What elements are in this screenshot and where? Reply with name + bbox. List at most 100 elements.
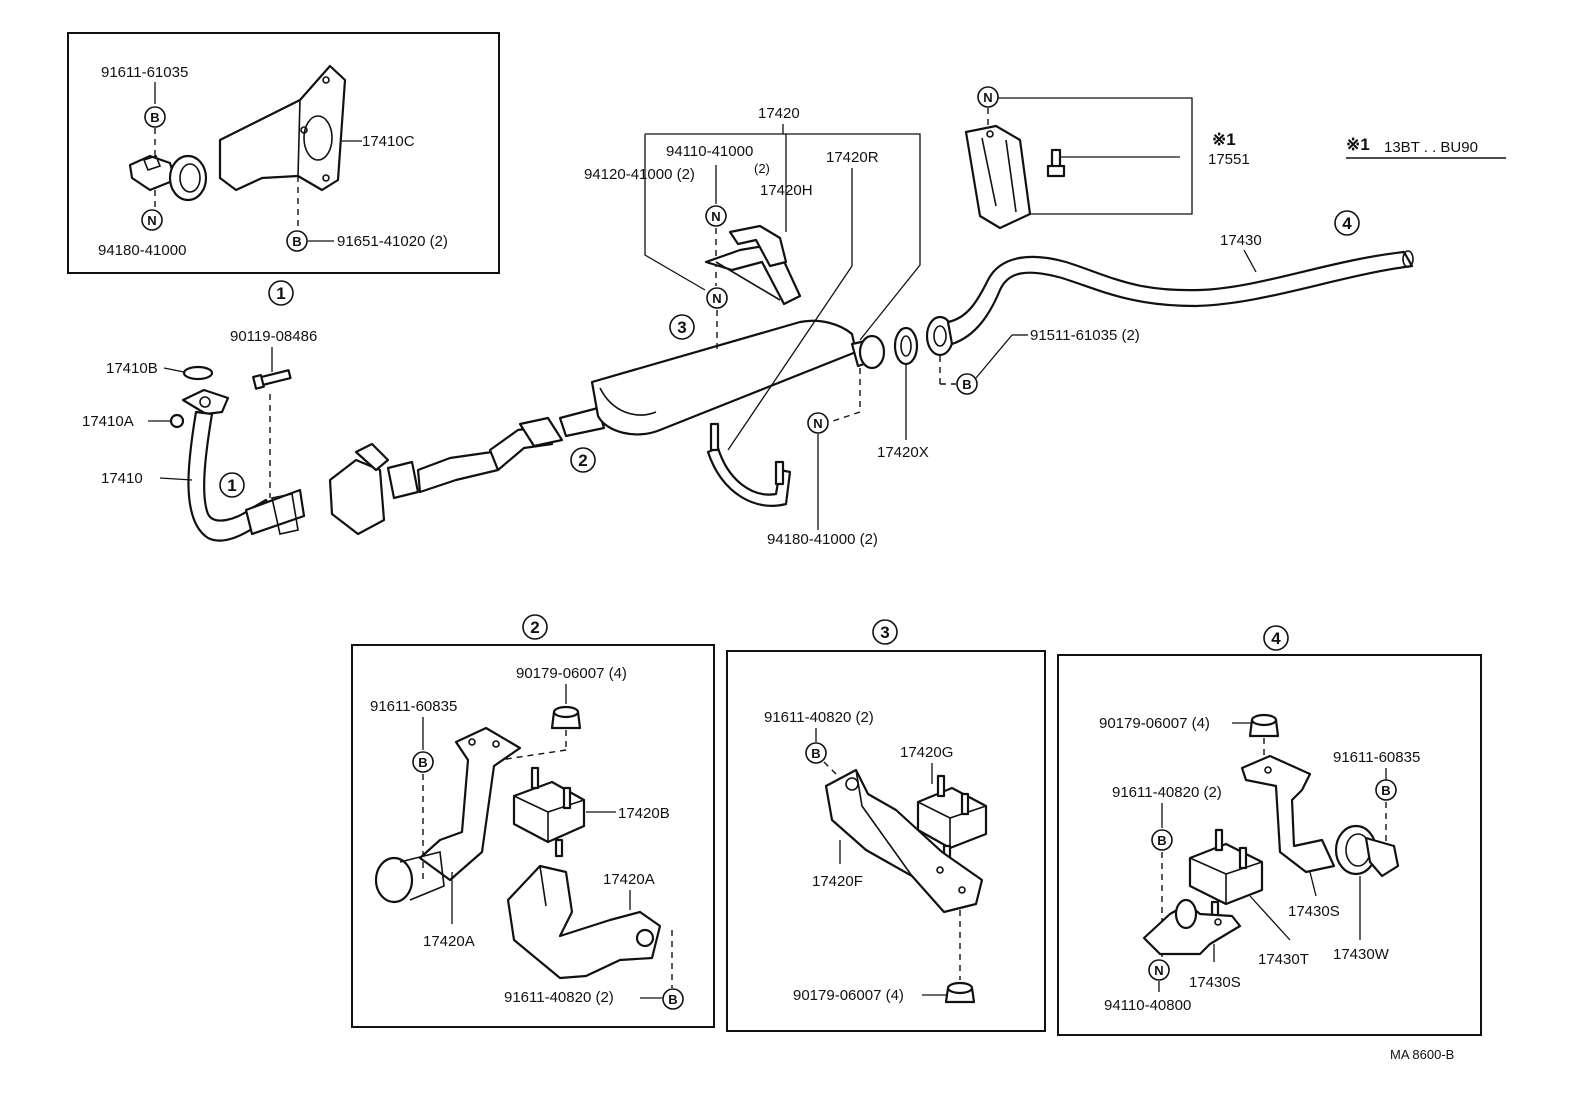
part-label-17410a: 17410A [82,413,134,430]
svg-text:B: B [811,746,820,761]
rubber-mount-17430t-icon [1188,828,1264,918]
nut-symbol: N [706,287,728,309]
diagram-code: MA 8600-B [1390,1047,1454,1062]
svg-text:4: 4 [1342,214,1352,233]
part-label-17430s-right: 17430S [1288,903,1340,920]
inset-4: 4 90179-06007 (4) 91611-60835 B 17430W 1… [1057,625,1482,1036]
part-label-91611-40820-i3: 91611-40820 (2) [764,709,874,726]
svg-text:B: B [292,234,301,249]
part-label-91511-61035: 91511-61035 (2) [1030,327,1140,344]
inset-2-frame [351,644,715,1028]
gasket-17410b-icon [182,365,214,381]
bolt-symbol: B [956,373,978,395]
svg-text:N: N [147,213,156,228]
part-label-17551: 17551 [1208,151,1250,168]
bolt-symbol: B [805,742,827,764]
main-assembly: 17410B 17410A 17410 1 90119-08486 [82,86,1414,548]
nut-17410a-icon [169,413,185,429]
part-label-90119-08486: 90119-08486 [230,328,317,345]
svg-text:1: 1 [276,284,285,303]
nut-90179-i4-icon [1248,713,1280,738]
callout-1-top: 1 [268,280,294,306]
callout-1-pipe: 1 [219,472,245,498]
part-label-17410c: 17410C [362,133,415,150]
part-label-94120-41000: 94120-41000 (2) [584,166,695,183]
bracket-17430s-icon [1240,754,1336,874]
svg-text:N: N [983,90,992,105]
nut-symbol: N [141,209,163,231]
svg-text:B: B [1157,833,1166,848]
part-label-17420x: 17420X [877,444,929,461]
bolt-symbol: B [286,230,308,252]
part-label-17420r: 17420R [826,149,879,166]
inset-1: 91611-61035 B N 94180-41000 [67,32,500,274]
part-label-17420f: 17420F [812,873,863,890]
part-label-91611-60835-i2: 91611-60835 [370,698,457,715]
nut-symbol: N [1148,959,1170,981]
exhaust-clamp-icon [128,154,208,202]
part-label-91611-40820-i4: 91611-40820 (2) [1112,784,1222,801]
rubber-mount-17420b-icon [512,766,586,858]
svg-text:3: 3 [677,318,686,337]
nut-90179-i3-icon [944,981,976,1004]
part-label-17430: 17430 [1220,232,1262,249]
note-symbol: ※1 [1346,135,1370,154]
svg-text:N: N [712,291,721,306]
part-label-91611-60835-i4: 91611-60835 [1333,749,1420,766]
svg-text:N: N [813,416,822,431]
asterisk-note-marker: ※1 [1212,130,1236,149]
part-label-17420b: 17420B [618,805,670,822]
callout-4-inset: 4 [1263,625,1289,651]
svg-text:2: 2 [578,451,587,470]
svg-text:B: B [1381,783,1390,798]
part-label-91611-40820-i2: 91611-40820 (2) [504,989,614,1006]
nut-symbol: N [977,86,999,108]
clamp-17430w-icon [1334,824,1400,878]
part-label-90179-06007-i4: 90179-06007 (4) [1099,715,1210,732]
callout-4-main: 4 [1334,210,1360,236]
svg-text:4: 4 [1271,629,1281,648]
inset-1-frame [67,32,500,274]
part-label-17430s-bottom: 17430S [1189,974,1241,991]
callout-2-inset: 2 [522,614,548,640]
hanger-bracket-17420h-icon [704,224,802,306]
part-label-17410: 17410 [101,470,143,487]
inset-4-frame [1057,654,1482,1036]
part-label-94180-41000-main: 94180-41000 (2) [767,531,878,548]
svg-text:B: B [418,755,427,770]
callout-3-inset: 3 [872,619,898,645]
part-label-91651-41020: 91651-41020 (2) [337,233,448,250]
bolt-symbol: B [1151,829,1173,851]
nut-90179-icon [550,705,582,730]
gasket-17420x-icon [893,326,919,366]
part-label-90179-06007-i3: 90179-06007 (4) [793,987,904,1004]
bolt-symbol: B [412,751,434,773]
svg-text:2: 2 [530,618,539,637]
part-label-91611-61035: 91611-61035 [101,64,188,81]
note-text: 13BT . . BU90 [1384,139,1478,156]
model-note: ※1 13BT . . BU90 [1346,135,1506,159]
svg-text:B: B [962,377,971,392]
bolt-symbol: B [1375,779,1397,801]
part-label-17410b: 17410B [106,360,158,377]
bracket-17420a-upper-icon [374,726,522,904]
svg-text:N: N [1154,963,1163,978]
part-label-17420g: 17420G [900,744,953,761]
bracket-17420a-lower-icon [506,864,662,980]
tail-pipe-17430-icon [925,250,1414,357]
part-label-94110-40800: 94110-40800 [1104,997,1191,1014]
svg-text:3: 3 [880,623,889,642]
rubber-mount-17420g-icon [916,774,988,862]
inset-3: 3 91611-40820 (2) B 17420G 17420F [726,619,1046,1032]
callout-2-main: 2 [570,447,596,473]
heat-insulator-17551-icon [964,124,1032,230]
part-label-17420a-top: 17420A [603,871,655,888]
nut-symbol: N [705,205,727,227]
part-label-94110-qty: (2) [754,161,770,176]
hanger-17420r-icon [706,422,792,507]
bracket-17420f-icon [824,768,984,914]
part-label-90179-06007-i2: 90179-06007 (4) [516,665,627,682]
part-label-94110-41000: 94110-41000 [666,143,753,160]
part-label-17420a-bottom: 17420A [423,933,475,950]
